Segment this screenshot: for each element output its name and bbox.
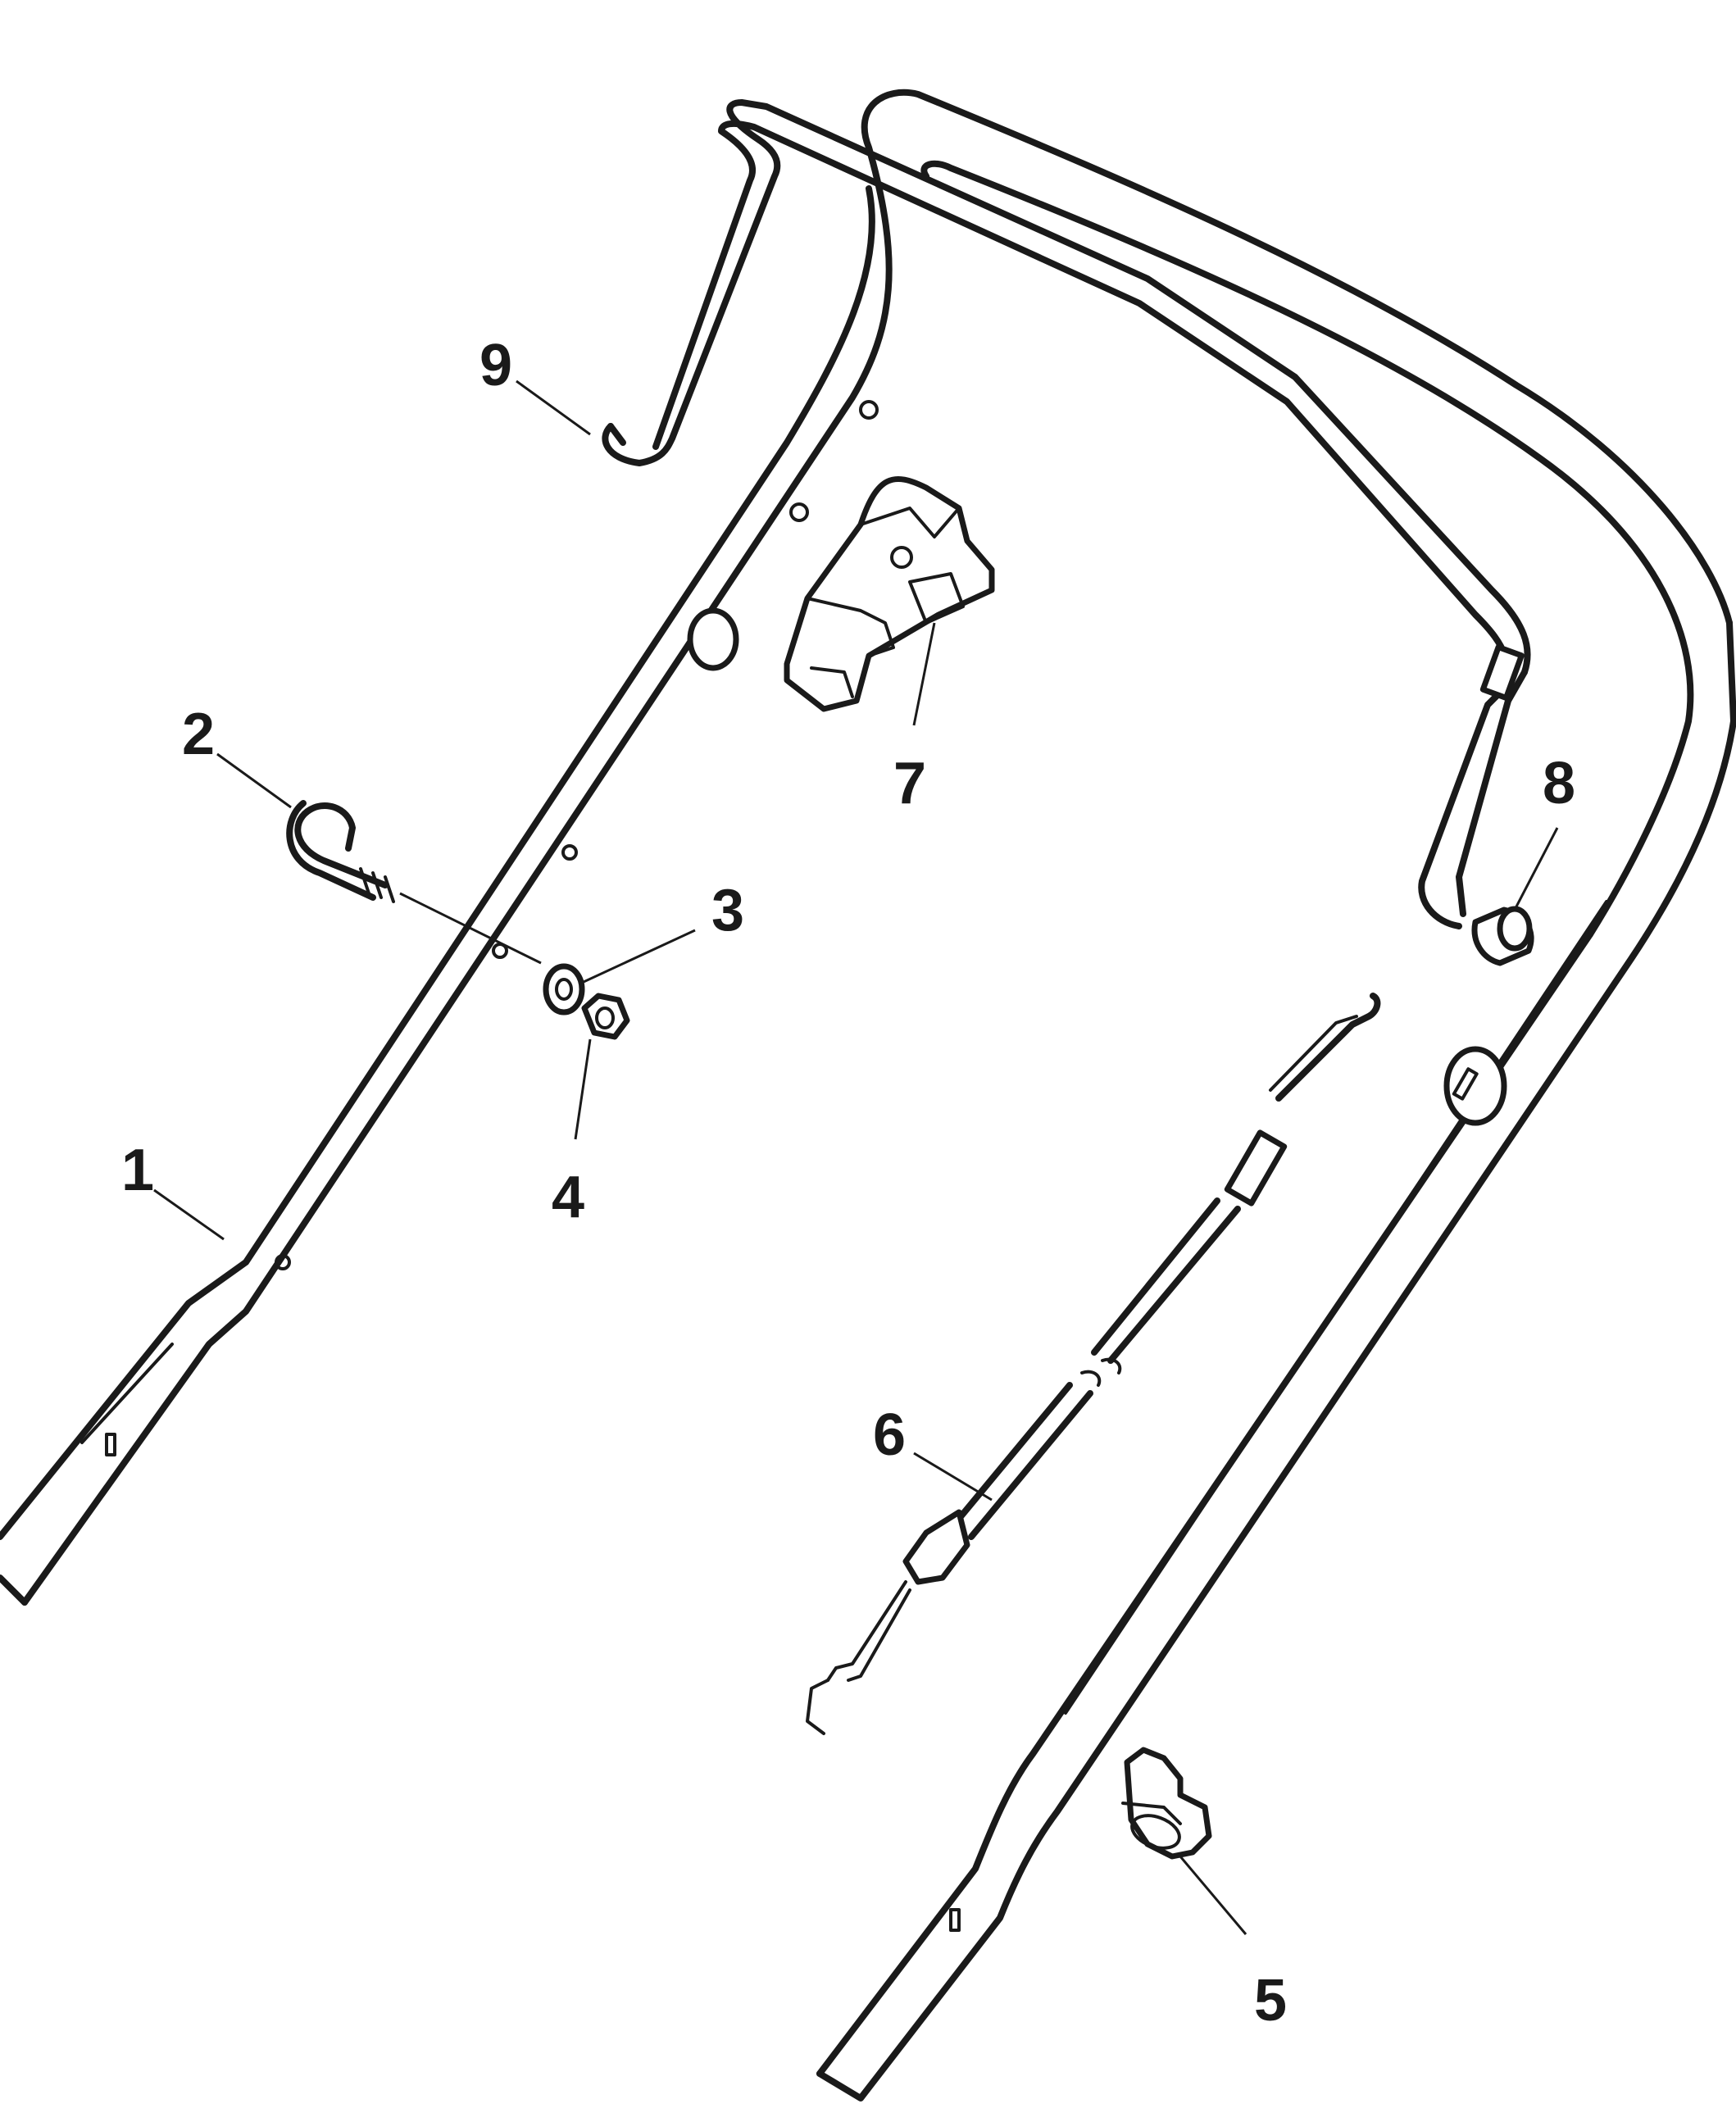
part-7-control-box[interactable] — [784, 475, 995, 712]
leader-9 — [516, 379, 591, 436]
leader-1 — [153, 1188, 225, 1241]
part-3-washer[interactable] — [543, 963, 585, 1016]
leader-4 — [574, 1038, 592, 1140]
leader-3 — [583, 929, 696, 984]
callout-9: 9 — [479, 333, 512, 398]
callout-3: 3 — [711, 878, 744, 943]
callout-labels: 1 2 3 4 5 6 7 8 9 — [121, 333, 1575, 2033]
callout-7: 7 — [893, 751, 926, 816]
part-8-bushing[interactable] — [1471, 906, 1534, 966]
part-9-bail-bar[interactable] — [602, 99, 1531, 929]
part-1-handle-frame[interactable] — [0, 89, 1736, 2102]
leader-6 — [913, 1452, 993, 1502]
callout-2: 2 — [182, 702, 215, 767]
callout-5: 5 — [1254, 1968, 1287, 2033]
callout-4: 4 — [552, 1165, 584, 1230]
part-4-nut[interactable] — [581, 993, 630, 1040]
leader-lines — [153, 379, 1559, 1935]
leader-5 — [1179, 1856, 1247, 1935]
callout-6: 6 — [873, 1402, 906, 1468]
leader-8 — [1513, 827, 1559, 911]
callout-8: 8 — [1543, 751, 1575, 816]
leader-2 — [216, 752, 292, 809]
part-2-hook-bolt[interactable] — [286, 800, 542, 965]
callout-1: 1 — [121, 1138, 154, 1203]
part-5-cable-clip[interactable] — [1121, 1747, 1212, 1860]
leader-7 — [912, 622, 936, 726]
part-6-control-cable[interactable] — [806, 993, 1381, 1735]
